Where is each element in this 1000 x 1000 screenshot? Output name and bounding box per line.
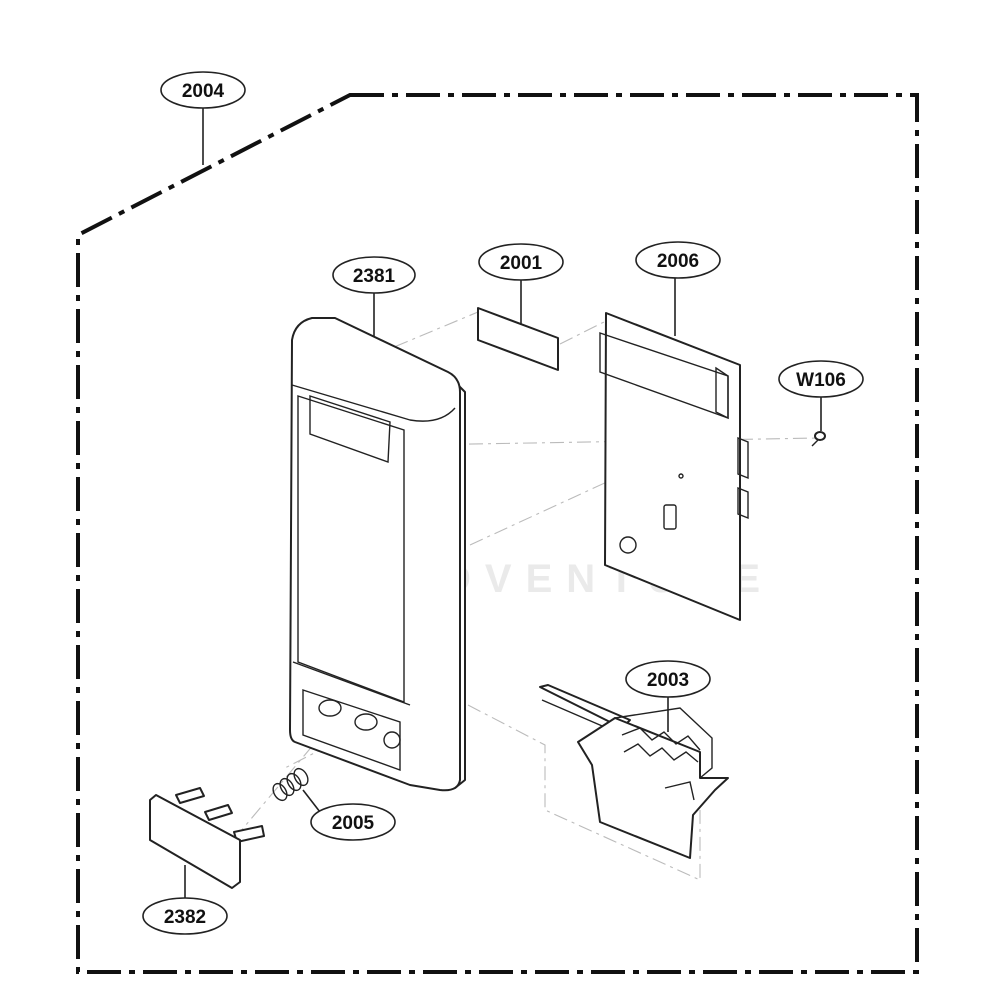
callout-2006: 2006 (635, 241, 721, 336)
part-2005-spring (272, 767, 309, 802)
callout-2006-text: 2006 (657, 251, 699, 272)
callout-2003-text: 2003 (647, 670, 689, 691)
callout-2003: 2003 (625, 660, 711, 732)
assembly-boundary (76, 93, 919, 974)
callout-2001-text: 2001 (500, 253, 543, 274)
part-w106-screw (811, 431, 826, 447)
callout-w106-text: W106 (796, 370, 846, 391)
callout-2382: 2382 (142, 865, 228, 935)
callout-2382-text: 2382 (164, 907, 206, 928)
callout-2004: 2004 (160, 71, 246, 165)
callout-2004-text: 2004 (182, 81, 225, 102)
callout-2381-text: 2381 (353, 266, 396, 287)
part-2003-latch-assembly (539, 684, 729, 859)
callout-2381: 2381 (332, 256, 416, 336)
callout-w106: W106 (778, 360, 864, 431)
callout-2005: 2005 (302, 789, 396, 841)
part-2382-push-button (149, 787, 265, 889)
part-2001-display-window (477, 307, 559, 371)
callout-2001: 2001 (478, 243, 564, 325)
callout-2005-text: 2005 (332, 813, 375, 834)
part-2381-control-panel (289, 317, 466, 792)
part-2006-pcb (599, 312, 749, 621)
